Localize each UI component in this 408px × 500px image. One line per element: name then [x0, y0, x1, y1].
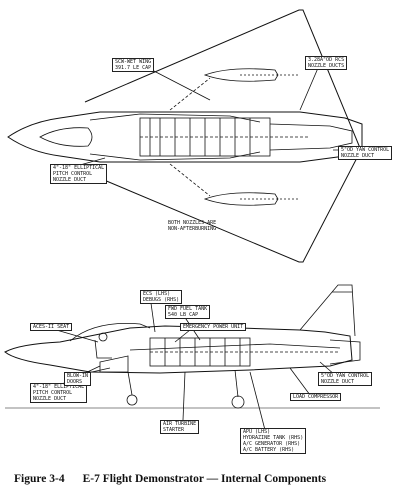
seat-label: ACES-II SEAT [30, 323, 73, 331]
rcs-ducts-label: 3.28A"OD RCS NOZZLE DUCTS [305, 56, 348, 70]
nozzles-note: BOTH NOZZLES ARE NON-AFTERBURNING [168, 220, 217, 232]
yaw-duct-label-side: 5"OD YAW CONTROL NOZZLE DUCT [318, 372, 373, 386]
load-compressor-label: LOAD COMPRESSOR [290, 393, 342, 401]
plan-view-drawing [7, 9, 363, 263]
yaw-duct-label-plan: 5"OD YAW CONTROL NOZZLE DUCT [338, 146, 393, 160]
vertical-tail [299, 284, 356, 337]
fuselage-outline [7, 111, 363, 163]
wing-outline [84, 9, 361, 263]
side-fuselage [4, 325, 353, 374]
pitch-duct-label-plan: 4"-18" ELLIPTICAL PITCH CONTROL NOZZLE D… [50, 164, 108, 184]
nose-wheel [126, 394, 138, 406]
side-canopy [69, 323, 151, 342]
emergency-power-label: EMERGENCY POWER UNIT [180, 323, 247, 331]
fuel-tank-label: FWD FUEL TANK 540 LB CAP [165, 305, 211, 319]
figure-caption: Figure 3-4 E-7 Flight Demonstrator — Inte… [14, 473, 404, 485]
blow-in-doors-label: BLOW-IN DOORS [64, 372, 92, 386]
apu-label: APU (LHS) HYDRAZINE TANK (RHS) A/C GENER… [240, 428, 307, 454]
wing-label: SCW-WET WING 391.7 LE CAP [112, 58, 155, 72]
canopy-outline [39, 127, 93, 147]
caption-number: Figure 3-4 [14, 473, 65, 485]
main-wheel [231, 395, 245, 409]
ecs-label: ECS (LHS) DEBUGS (RHS) [140, 290, 183, 304]
pitch-duct-label-side: 4"-18" ELLIPTICAL PITCH CONTROL NOZZLE D… [30, 383, 88, 403]
air-turbine-starter-label: AIR TURBINE STARTER [160, 420, 200, 434]
caption-title: E-7 Flight Demonstrator — Internal Compo… [82, 473, 327, 485]
